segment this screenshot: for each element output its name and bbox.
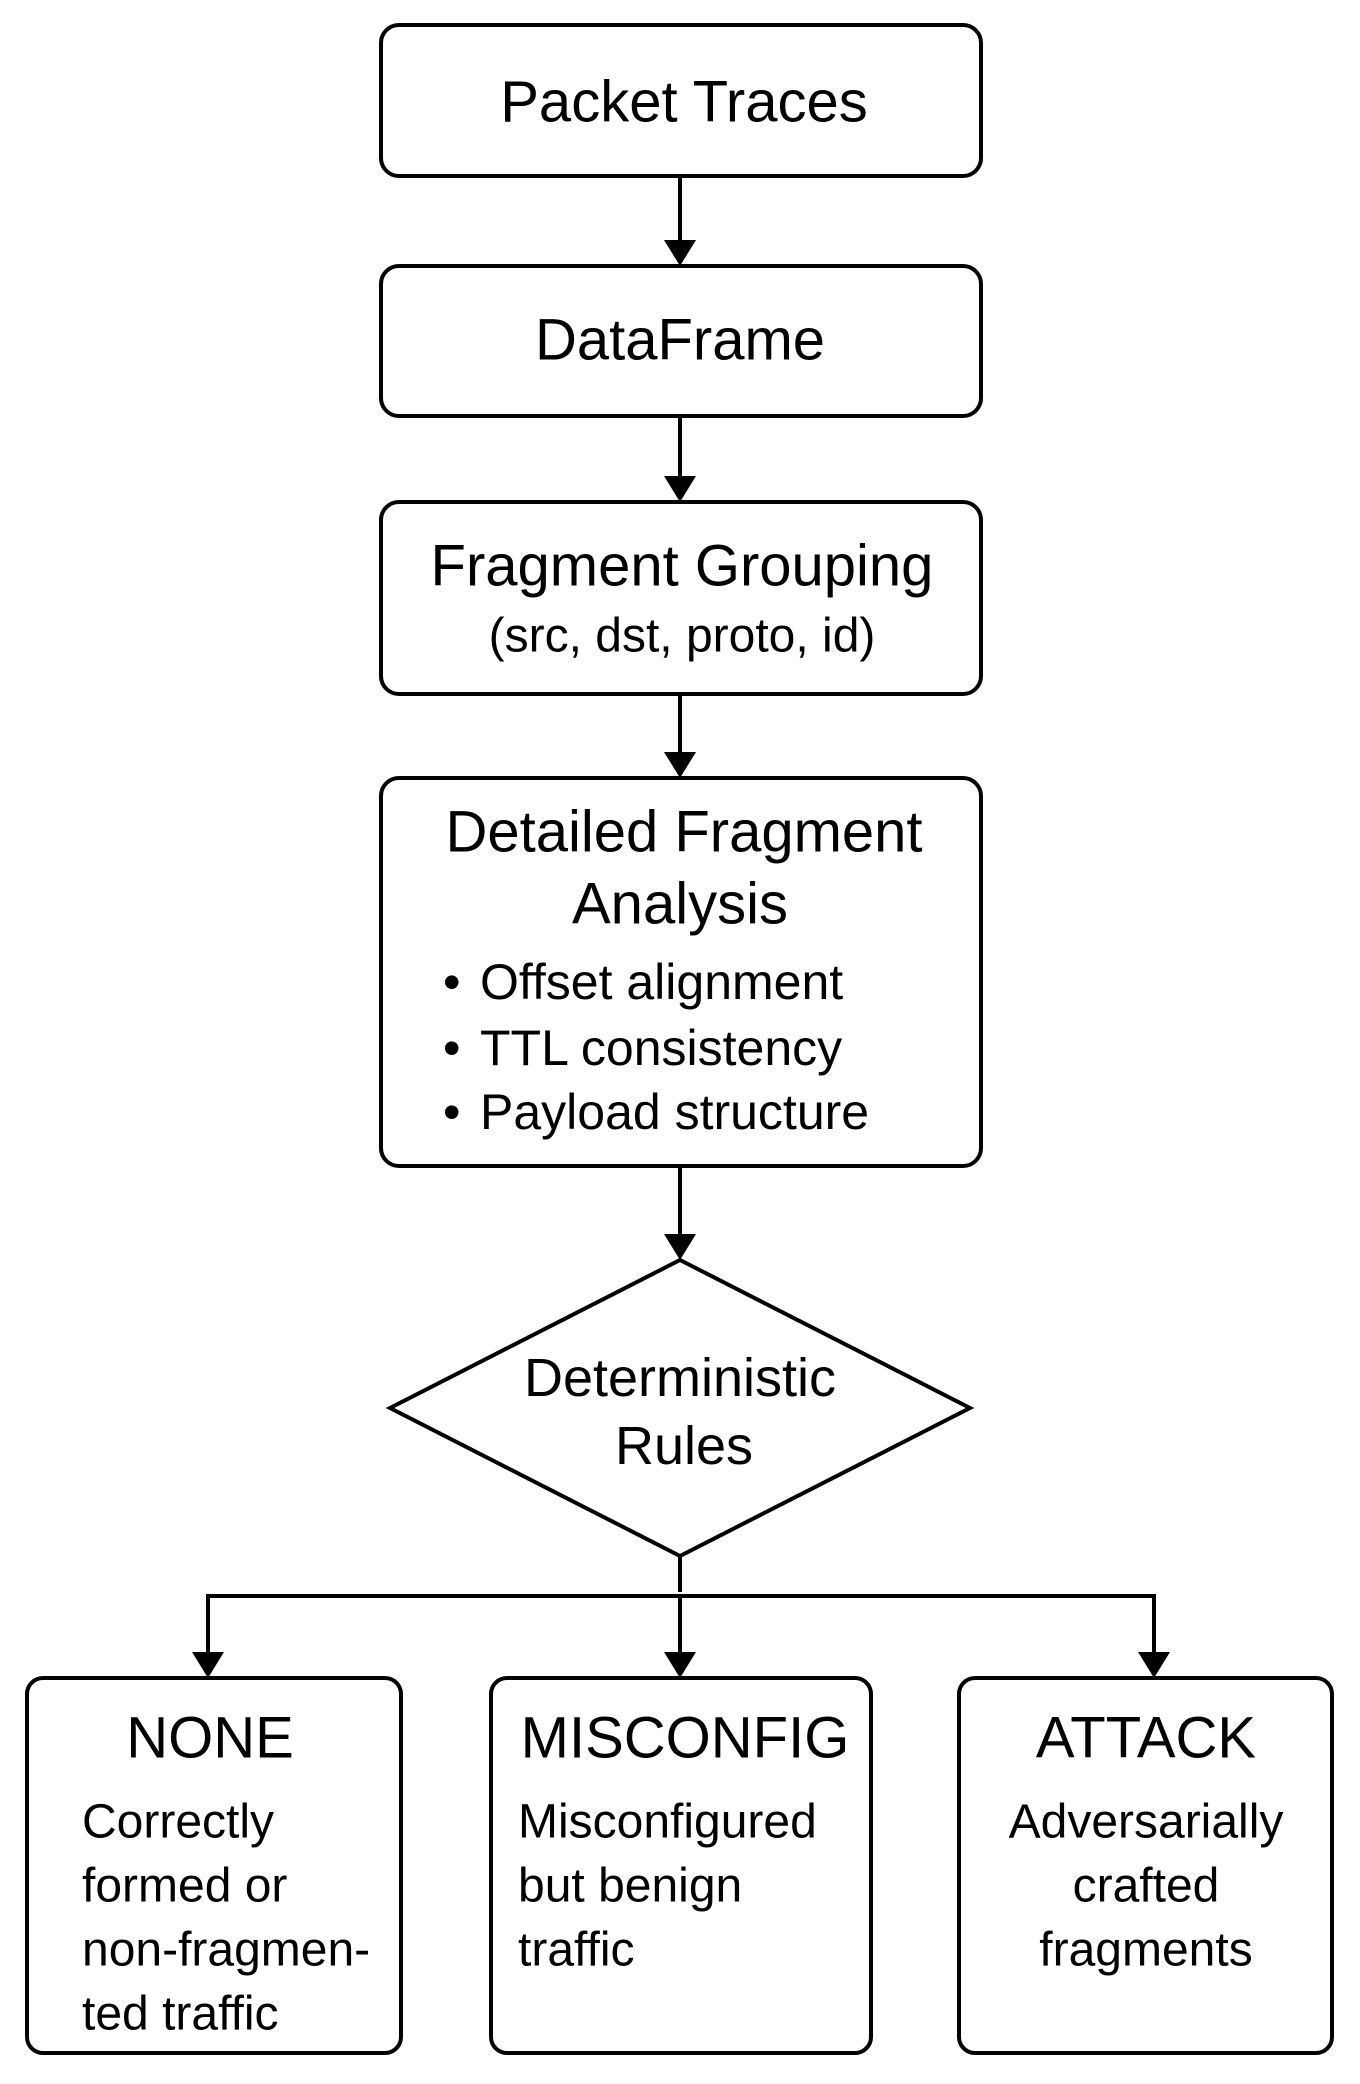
outcome-attack-description-line: Adversarially (1009, 1796, 1284, 1849)
bullet-marker: • (443, 1020, 461, 1076)
node-dataframe-label: DataFrame (535, 308, 825, 373)
outcome-none-title: NONE (126, 1706, 294, 1771)
node-packet-traces: Packet Traces (379, 23, 983, 178)
outcome-attack-box (957, 1676, 1334, 2055)
outcome-attack-title: ATTACK (1036, 1706, 1257, 1771)
node-fragment-grouping-label: Fragment Grouping (431, 534, 934, 599)
analysis-bullet-text: Offset alignment (480, 954, 843, 1010)
outcome-misconfig-description-line: traffic (518, 1924, 634, 1977)
outcome-none-description-line: formed or (82, 1860, 287, 1913)
node-fragment-grouping-box (379, 500, 983, 696)
analysis-bullet-item: • TTL consistency (443, 1020, 842, 1076)
analysis-bullet-item: • Payload structure (443, 1084, 869, 1140)
arrowhead-analysis (664, 752, 696, 778)
outcome-misconfig-description-line: Misconfigured (518, 1796, 817, 1849)
node-packet-traces-box (379, 23, 983, 178)
decision-label-line: Deterministic (524, 1348, 836, 1408)
analysis-bullet-item: • Offset alignment (443, 954, 843, 1010)
node-packet-traces-label: Packet Traces (500, 70, 867, 135)
outcome-none-description-line: ted traffic (82, 1988, 279, 2041)
outcome-none-description-line: non-fragmen- (82, 1924, 370, 1977)
node-fragment-analysis-title-line: Analysis (572, 872, 788, 937)
outcome-none-description-line: Correctly (82, 1796, 274, 1849)
decision-diamond (385, 1257, 975, 1559)
outcome-attack: ATTACK Adversarially crafted fragments (957, 1676, 1334, 2055)
outcome-attack-description-line: fragments (1039, 1924, 1252, 1977)
arrowhead-misconfig (664, 1652, 696, 1678)
connectors (192, 176, 1170, 1678)
node-fragment-analysis-box (379, 776, 983, 1168)
outcome-none: NONE Correctly formed or non-fragmen- te… (25, 1676, 403, 2055)
outcome-none-box (25, 1676, 403, 2055)
outcome-misconfig: MISCONFIG Misconfigured but benign traff… (489, 1676, 873, 2055)
node-dataframe: DataFrame (379, 264, 983, 418)
outcome-misconfig-description-line: but benign (518, 1860, 742, 1913)
node-fragment-analysis: Detailed Fragment Analysis • Offset alig… (379, 776, 983, 1168)
node-fragment-grouping-sublabel: (src, dst, proto, id) (489, 610, 876, 663)
analysis-bullet-text: Payload structure (480, 1084, 869, 1140)
arrowhead-dataframe (664, 240, 696, 266)
node-dataframe-box (379, 264, 983, 418)
node-fragment-grouping: Fragment Grouping (src, dst, proto, id) (379, 500, 983, 696)
bullet-marker: • (443, 1084, 461, 1140)
arrowhead-rules (664, 1234, 696, 1260)
decision-label-line: Rules (615, 1416, 753, 1476)
node-deterministic-rules: Deterministic Rules (385, 1257, 975, 1559)
arrowhead-grouping (664, 476, 696, 502)
node-fragment-analysis-title-line: Detailed Fragment (445, 800, 922, 865)
outcome-misconfig-box (489, 1676, 873, 2055)
bullet-marker: • (443, 954, 461, 1010)
arrowhead-none (192, 1652, 224, 1678)
outcome-misconfig-title: MISCONFIG (521, 1706, 850, 1771)
outcome-attack-description-line: crafted (1073, 1860, 1220, 1913)
analysis-bullet-text: TTL consistency (480, 1020, 842, 1076)
arrowhead-attack (1138, 1652, 1170, 1678)
